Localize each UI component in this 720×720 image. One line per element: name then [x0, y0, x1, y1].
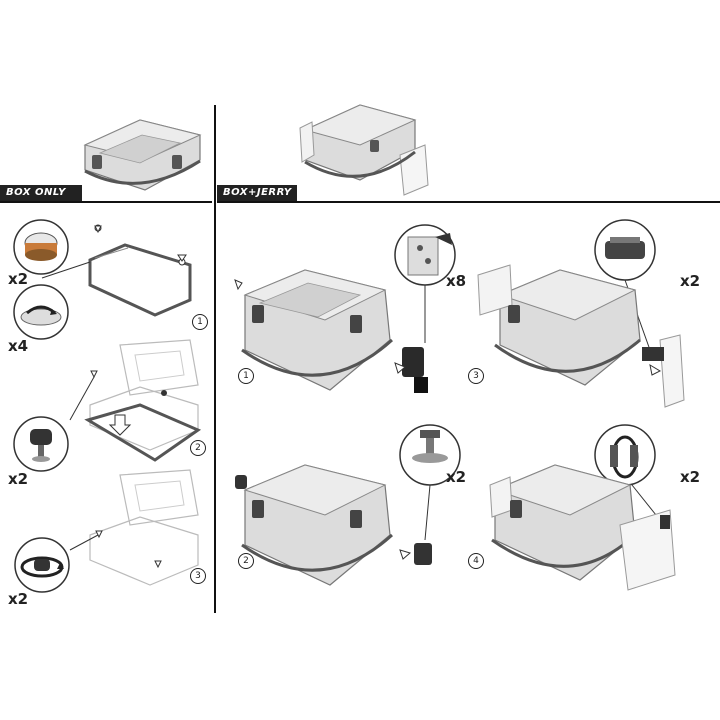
step-number: 3	[468, 368, 484, 384]
knob-callout	[13, 416, 69, 472]
step-number: 3	[190, 568, 206, 584]
right-horizontal-divider	[217, 201, 720, 203]
knob-tighten-callout	[14, 537, 70, 593]
install-jerry-can-step4-illustration	[489, 424, 676, 591]
step-number: 2	[238, 553, 254, 569]
box-mount-illustration	[69, 339, 202, 462]
install-box-step2-illustration	[235, 424, 461, 586]
quantity-label: x2	[446, 468, 467, 486]
section-label-box-only: BOX ONLY	[0, 185, 82, 201]
step-number: 1	[192, 314, 208, 330]
quantity-label: x2	[8, 270, 29, 288]
install-box-step1-illustration	[234, 224, 456, 393]
rack-frame-illustration	[41, 224, 192, 317]
quantity-label: x8	[446, 272, 467, 290]
left-horizontal-divider	[0, 201, 212, 203]
step-number: 2	[190, 440, 206, 456]
box-only-illustration	[83, 119, 202, 191]
screw-insert-callout	[13, 284, 69, 340]
quantity-label: x4	[8, 337, 29, 355]
vertical-divider	[214, 105, 216, 613]
box-secured-illustration	[69, 469, 199, 586]
quantity-label: x2	[8, 470, 29, 488]
install-jerry-can-step3-illustration	[477, 219, 685, 408]
box-jerry-cans-illustration	[299, 104, 429, 196]
quantity-label: x2	[680, 468, 701, 486]
quantity-label: x2	[680, 272, 701, 290]
step-number: 4	[468, 553, 484, 569]
quantity-label: x2	[8, 590, 29, 608]
step-number: 1	[238, 368, 254, 384]
section-label-box-jerry-cans: BOX+JERRY CANS	[217, 185, 297, 214]
bolt-pack-callout	[13, 219, 69, 275]
